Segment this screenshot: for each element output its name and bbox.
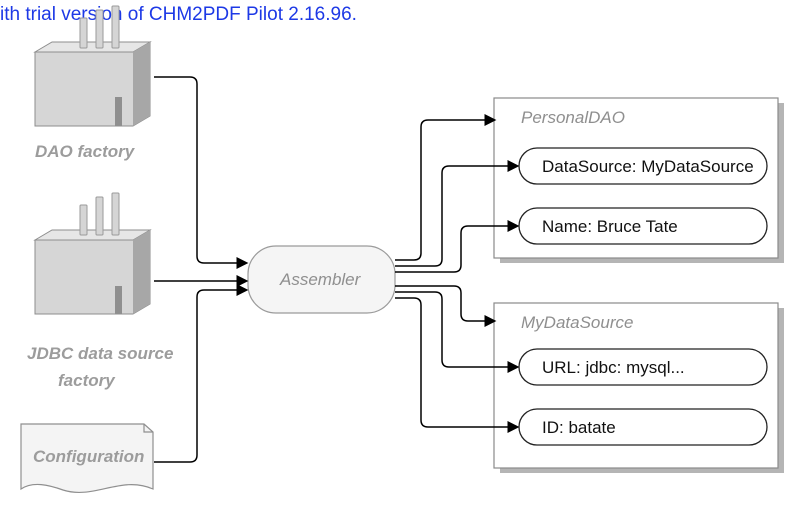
mydatasource-id-text: ID: batate <box>542 418 616 437</box>
configuration-document-icon <box>20 423 154 494</box>
mydatasource-title: MyDataSource <box>521 313 633 332</box>
personaldao-name-text: Name: Bruce Tate <box>542 217 678 236</box>
outgoing-connectors <box>395 114 520 433</box>
dao-factory-icon <box>33 5 152 127</box>
dao-factory-label: DAO factory <box>35 142 136 161</box>
personaldao-title: PersonalDAO <box>521 108 625 127</box>
mydatasource-url-text: URL: jdbc: mysql... <box>542 358 685 377</box>
jdbc-factory-label-line1: JDBC data source <box>27 344 173 363</box>
jdbc-factory-label-line2: factory <box>58 371 116 390</box>
incoming-connectors <box>154 76 249 463</box>
personaldao-datasource-text: DataSource: MyDataSource <box>542 157 754 176</box>
jdbc-factory-icon <box>33 192 152 315</box>
configuration-label: Configuration <box>33 447 144 466</box>
watermark-text: ith trial version of CHM2PDF Pilot 2.16.… <box>0 4 357 25</box>
assembler-label: Assembler <box>279 270 362 289</box>
